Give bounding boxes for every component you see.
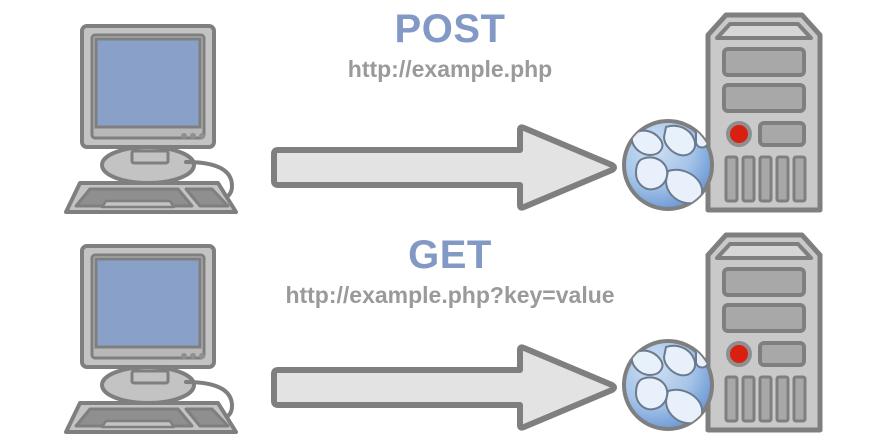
desktop-computer-icon <box>64 24 238 214</box>
post-url-label: http://example.php <box>347 56 553 82</box>
server-tower-icon <box>622 232 823 433</box>
server-tower-icon <box>622 12 823 213</box>
get-labels: GET http://example.php?key=value <box>250 234 650 349</box>
globe-icon <box>622 119 714 211</box>
get-request-arrow <box>268 344 618 431</box>
right-arrow-icon <box>271 124 617 211</box>
get-client-computer <box>60 230 260 435</box>
post-request-row: POST http://example.php <box>60 5 830 220</box>
get-method-label: GET <box>408 233 492 277</box>
right-arrow-icon <box>271 344 617 431</box>
get-url-label: http://example.php?key=value <box>285 282 615 308</box>
get-server <box>620 225 830 440</box>
post-client-computer <box>60 10 260 215</box>
globe-icon <box>622 339 714 431</box>
post-server <box>620 5 830 220</box>
post-request-arrow <box>268 124 618 211</box>
post-labels: POST http://example.php <box>250 8 650 123</box>
post-method-label: POST <box>394 7 506 51</box>
get-request-row: GET http://example.php?key=value <box>0 220 880 440</box>
desktop-computer-icon <box>64 244 238 434</box>
